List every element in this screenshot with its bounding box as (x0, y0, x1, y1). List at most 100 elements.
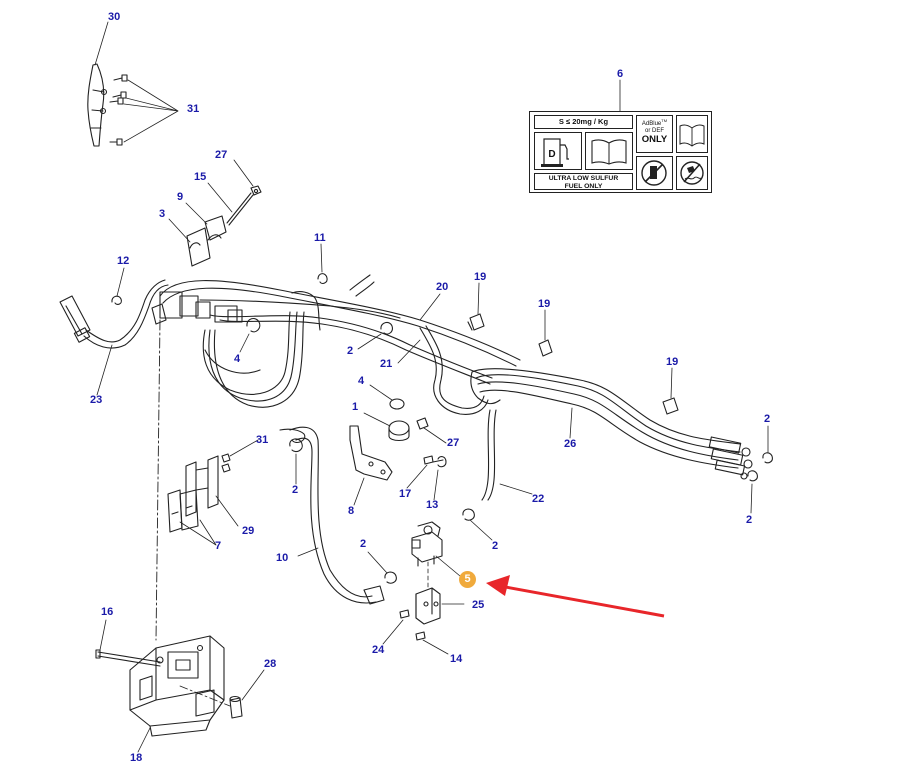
fuel-decal-6: S ≤ 20mg / Kg D ULTRA LOW SULFUR FUEL ON… (529, 111, 712, 193)
dash-28 (179, 685, 231, 707)
leader-12 (116, 267, 125, 297)
leader-14 (422, 639, 449, 655)
leader-22 (499, 483, 533, 495)
leader-16 (99, 619, 107, 651)
leader-24 (382, 619, 404, 645)
callout-8: 8 (348, 505, 355, 517)
callout-20: 20 (436, 281, 449, 293)
harness-26 (470, 368, 753, 501)
callout-12: 12 (117, 255, 130, 267)
leader-26 (569, 407, 573, 439)
clip-2f (384, 571, 397, 584)
callout-2: 2 (764, 413, 771, 425)
clip-12 (111, 295, 122, 305)
leader-31a (123, 79, 179, 143)
adblue-label: AdBlueTM or DEF ONLY (636, 115, 673, 153)
tube-21 (419, 325, 489, 415)
clip-2a (380, 321, 393, 335)
leader-30 (94, 21, 109, 66)
clip-2b (762, 452, 773, 464)
clip-2c (747, 470, 758, 482)
callout-6: 6 (617, 68, 624, 80)
nut-27-top (250, 185, 262, 196)
leader-2e (469, 519, 493, 541)
callout-2: 2 (347, 345, 354, 357)
leader-19c (670, 367, 673, 399)
bracket-30 (87, 63, 108, 147)
leader-4b (369, 384, 393, 401)
sulfur-spec-label: S ≤ 20mg / Kg (534, 115, 633, 129)
callout-4: 4 (234, 353, 241, 365)
screws-31-top (109, 74, 128, 146)
washer-17 (423, 455, 434, 465)
highlight-arrow (486, 575, 665, 618)
manual-book-icon-2 (676, 115, 708, 153)
callout-2: 2 (492, 540, 499, 552)
leader-5 (435, 555, 461, 577)
clamp-9-3 (186, 215, 227, 267)
leader-27b (423, 427, 447, 444)
clip-19b (538, 339, 553, 357)
bolt-16 (95, 649, 161, 667)
harness-main (159, 274, 521, 385)
bracket-29 (185, 455, 219, 517)
leader-2f (367, 551, 388, 574)
callout-19: 19 (474, 271, 487, 283)
fuel-line-2: FUEL ONLY (564, 182, 603, 190)
callout-3: 3 (159, 208, 166, 220)
callout-31: 31 (187, 103, 200, 115)
leader-4a (239, 333, 250, 353)
stud-15 (226, 192, 254, 226)
leader-18 (137, 727, 151, 753)
fuel-line-1: ULTRA LOW SULFUR (548, 175, 619, 182)
leader-10 (297, 547, 319, 557)
bolt-27b (416, 417, 429, 430)
adblue-line-1: AdBlue (641, 121, 662, 127)
ultra-low-sulfur-label: ULTRA LOW SULFUR FUEL ONLY (534, 173, 633, 190)
leader-19a (477, 282, 480, 315)
callout-14: 14 (450, 653, 463, 665)
harness-23 (59, 279, 169, 349)
callout-1: 1 (352, 401, 359, 413)
callout-27: 27 (215, 149, 228, 161)
screw-14 (415, 631, 426, 641)
screws-31-bottom (221, 453, 231, 473)
leader-7 (179, 519, 217, 546)
callout-7: 7 (215, 540, 222, 552)
callout-29: 29 (242, 525, 255, 537)
callout-4: 4 (358, 375, 365, 387)
leader-21 (397, 339, 421, 364)
leader-29 (215, 495, 239, 527)
leader-23 (96, 344, 113, 396)
callout-17: 17 (399, 488, 412, 500)
leader-2c (750, 483, 753, 514)
callout-24: 24 (372, 644, 385, 656)
harness-loops (202, 311, 305, 408)
leader-28 (241, 669, 265, 701)
leader-2a (357, 333, 382, 350)
leader-17 (406, 464, 428, 489)
callout-26: 26 (564, 438, 577, 450)
clip-11 (317, 273, 328, 284)
adblue-only: ONLY (641, 134, 668, 145)
callout-18: 18 (130, 752, 143, 764)
no-pour-icon (676, 156, 708, 190)
pump-letter: D (548, 149, 555, 160)
fuel-pump-icon: D (534, 132, 582, 170)
leader-27a (233, 159, 254, 187)
hose-10 (279, 426, 385, 605)
callout-30: 30 (108, 11, 121, 23)
adblue-tm: TM (661, 118, 668, 123)
leader-11 (320, 243, 323, 273)
highlighted-callout-5[interactable]: 5 (459, 571, 476, 588)
leader-20 (419, 293, 441, 321)
callout-28: 28 (264, 658, 277, 670)
leader-31b (229, 439, 259, 457)
leader-8 (353, 477, 365, 506)
module-18 (129, 635, 225, 737)
callout-13: 13 (426, 499, 439, 511)
callout-22: 22 (532, 493, 545, 505)
callout-16: 16 (101, 606, 114, 618)
callout-19: 19 (538, 298, 551, 310)
